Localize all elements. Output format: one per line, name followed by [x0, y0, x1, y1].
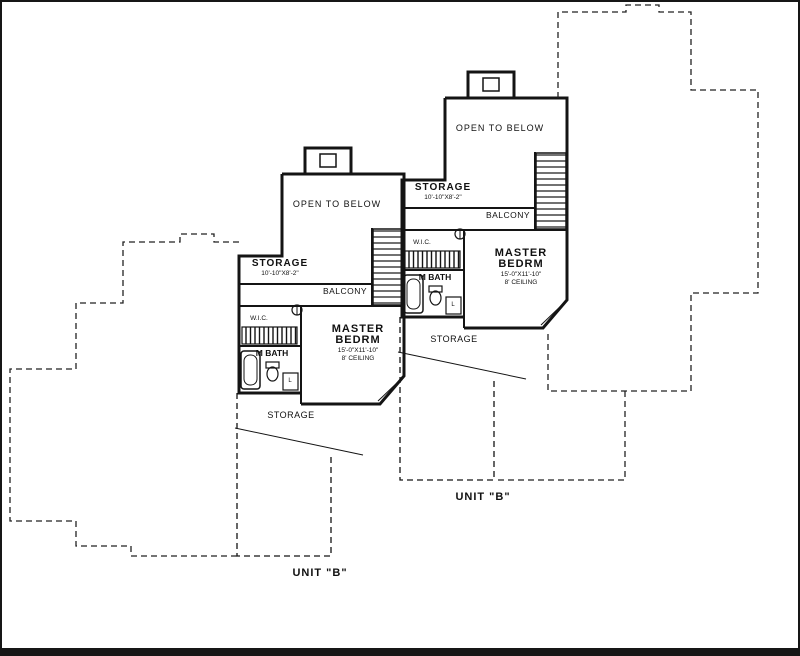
roof-line [397, 351, 527, 380]
lower-storage-outline [399, 317, 495, 481]
frame-bottom-edge [2, 648, 798, 654]
linen-closet [445, 296, 462, 315]
unit-b-left-walls [233, 146, 406, 558]
unit-b-right-walls [397, 70, 569, 481]
toilet [428, 285, 443, 293]
stairs-hatch [535, 152, 567, 230]
lower-level-footprint-dashed [9, 4, 759, 557]
closet-hatch [404, 250, 461, 269]
